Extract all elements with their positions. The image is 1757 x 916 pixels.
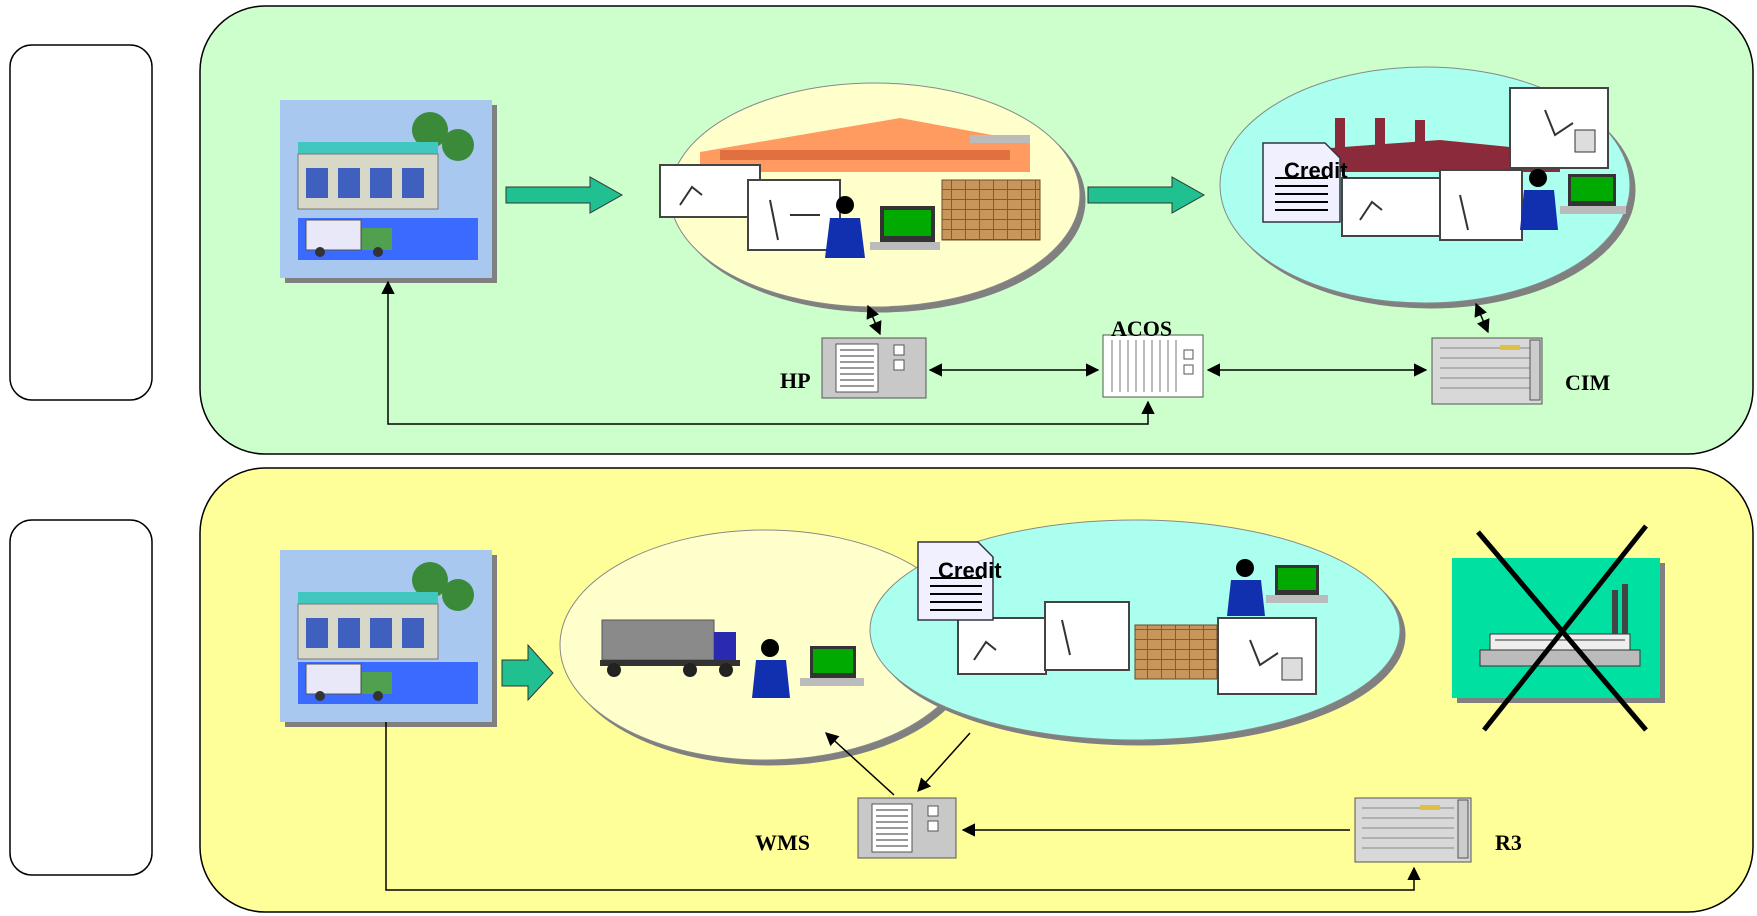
side-label-box-top — [9, 44, 153, 401]
connector-factory-cim — [1474, 302, 1490, 334]
label-r3: R3 — [1495, 830, 1522, 855]
label-wms: WMS — [755, 830, 810, 855]
flow-arrow-1 — [505, 176, 624, 214]
document-icon: Credit — [1262, 142, 1348, 223]
warehouse-icon — [559, 529, 971, 761]
truck-icon — [600, 619, 740, 677]
cross-icon — [1476, 524, 1648, 732]
server-icon-acos — [1102, 334, 1204, 398]
server-icon-wms — [857, 797, 957, 859]
flow-arrow-2 — [1087, 176, 1206, 214]
connector-factory-wms — [917, 732, 971, 793]
label-cim: CIM — [1565, 370, 1610, 395]
store-icon — [280, 100, 492, 278]
worker-icon — [1227, 559, 1265, 616]
bottom-panel: Credit — [199, 467, 1754, 913]
factory-icon — [869, 519, 1401, 741]
pallet-icon — [941, 179, 1041, 241]
credit-label-bottom: Credit — [938, 558, 1002, 583]
store-icon — [280, 550, 492, 722]
closed-factory-icon — [1452, 524, 1660, 732]
connector-store-r3 — [385, 722, 1421, 891]
worker-icon — [1520, 169, 1558, 230]
side-label-box-bottom — [9, 519, 153, 876]
label-acos: ACOS — [1111, 316, 1172, 341]
connector-wms-warehouse — [825, 732, 895, 796]
factory-icon — [1219, 66, 1631, 304]
worker-icon — [752, 639, 790, 698]
server-icon-hp — [821, 337, 927, 399]
server-icon-cim — [1431, 337, 1543, 405]
flow-arrow-3 — [501, 643, 554, 702]
credit-label-top: Credit — [1284, 158, 1348, 183]
warehouse-icon — [659, 82, 1081, 308]
top-panel: Credit HP ACOS CIM — [199, 5, 1754, 455]
label-hp: HP — [780, 368, 811, 393]
worker-icon — [825, 196, 865, 258]
document-icon: Credit — [917, 541, 1002, 621]
server-icon-r3 — [1354, 797, 1472, 863]
connector-acos-store — [381, 280, 1155, 425]
pallet-icon — [1134, 624, 1218, 680]
